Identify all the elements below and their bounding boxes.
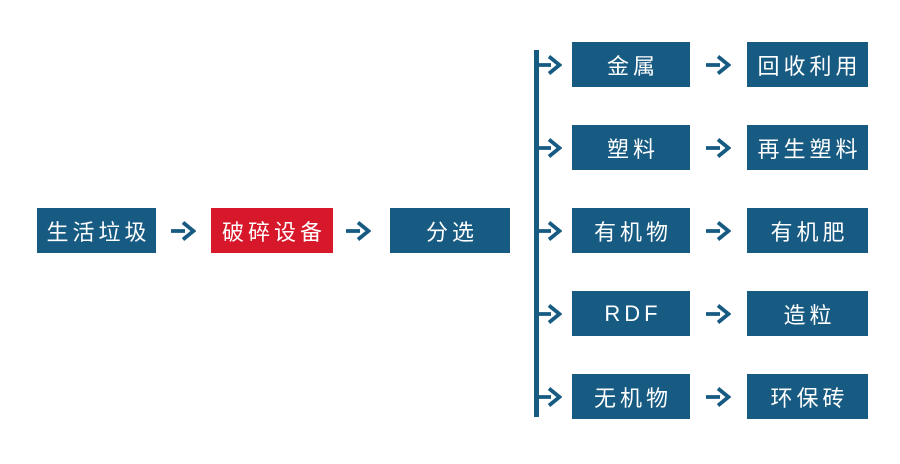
node-plastic: 塑料 (572, 125, 690, 170)
right-arrow-icon (346, 220, 371, 241)
branch-row-metal: 金属 回收利用 (536, 42, 868, 87)
branch-arrow-icon (536, 54, 562, 75)
branch-arrow-icon (536, 386, 562, 407)
node-rdf: RDF (572, 291, 690, 336)
right-arrow-icon (706, 386, 731, 407)
node-recycling: 回收利用 (747, 42, 868, 87)
node-metal: 金属 (572, 42, 690, 87)
node-organic-matter: 有机物 (572, 208, 690, 253)
right-arrow-icon (706, 54, 731, 75)
branch-row-organic: 有机物 有机肥 (536, 208, 868, 253)
branch-spine-line (534, 50, 539, 417)
branch-arrow-icon (536, 220, 562, 241)
node-recycled-plastic: 再生塑料 (747, 125, 868, 170)
right-arrow-icon (706, 137, 731, 158)
branch-arrow-icon (536, 303, 562, 324)
branch-row-inorganic: 无机物 环保砖 (536, 374, 868, 419)
right-arrow-icon (171, 220, 196, 241)
right-arrow-icon (706, 220, 731, 241)
right-arrow-icon (706, 303, 731, 324)
node-household-waste: 生活垃圾 (37, 208, 156, 253)
branch-row-rdf: RDF 造粒 (536, 291, 868, 336)
node-eco-brick: 环保砖 (747, 374, 868, 419)
node-granulation: 造粒 (747, 291, 868, 336)
branch-row-plastic: 塑料 再生塑料 (536, 125, 868, 170)
branch-arrow-icon (536, 137, 562, 158)
main-flow-chain: 生活垃圾 破碎设备 分选 (37, 208, 510, 253)
node-organic-fertilizer: 有机肥 (747, 208, 868, 253)
node-inorganic-matter: 无机物 (572, 374, 690, 419)
node-sorting: 分选 (390, 208, 510, 253)
node-crushing-equipment: 破碎设备 (211, 208, 333, 253)
